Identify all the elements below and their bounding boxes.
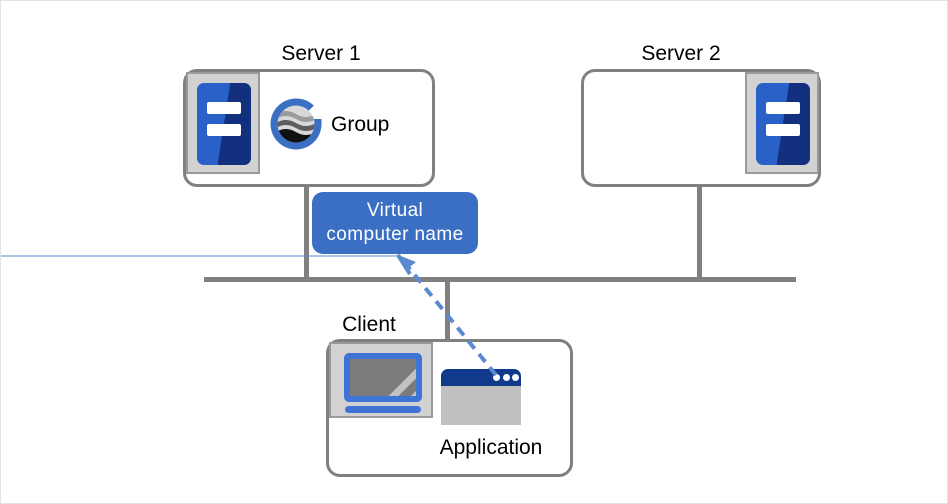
- server2-label: Server 2: [641, 42, 721, 65]
- client-icon-plate: [329, 342, 433, 418]
- badge-line-2: computer name: [326, 224, 464, 245]
- client-label: Client: [342, 313, 396, 336]
- client-network-wire: [445, 277, 450, 339]
- server2-icon-plate: [745, 72, 819, 174]
- badge-line-1: Virtual: [366, 199, 424, 221]
- server-icon: [197, 83, 251, 165]
- server-icon: [756, 83, 810, 165]
- group-globe-logo-icon: [267, 95, 325, 153]
- server2-network-wire: [697, 187, 702, 281]
- application-label: Application: [439, 436, 543, 459]
- network-bus-line: [204, 277, 796, 282]
- server1-network-wire: [304, 187, 309, 281]
- server1-icon-plate: [186, 72, 260, 174]
- server1-label: Server 1: [281, 42, 361, 65]
- application-window-icon: [441, 369, 521, 425]
- group-label: Group: [331, 113, 390, 136]
- desktop-computer-icon: [331, 344, 431, 416]
- virtual-computer-name-badge: Virtual computer name: [312, 192, 478, 254]
